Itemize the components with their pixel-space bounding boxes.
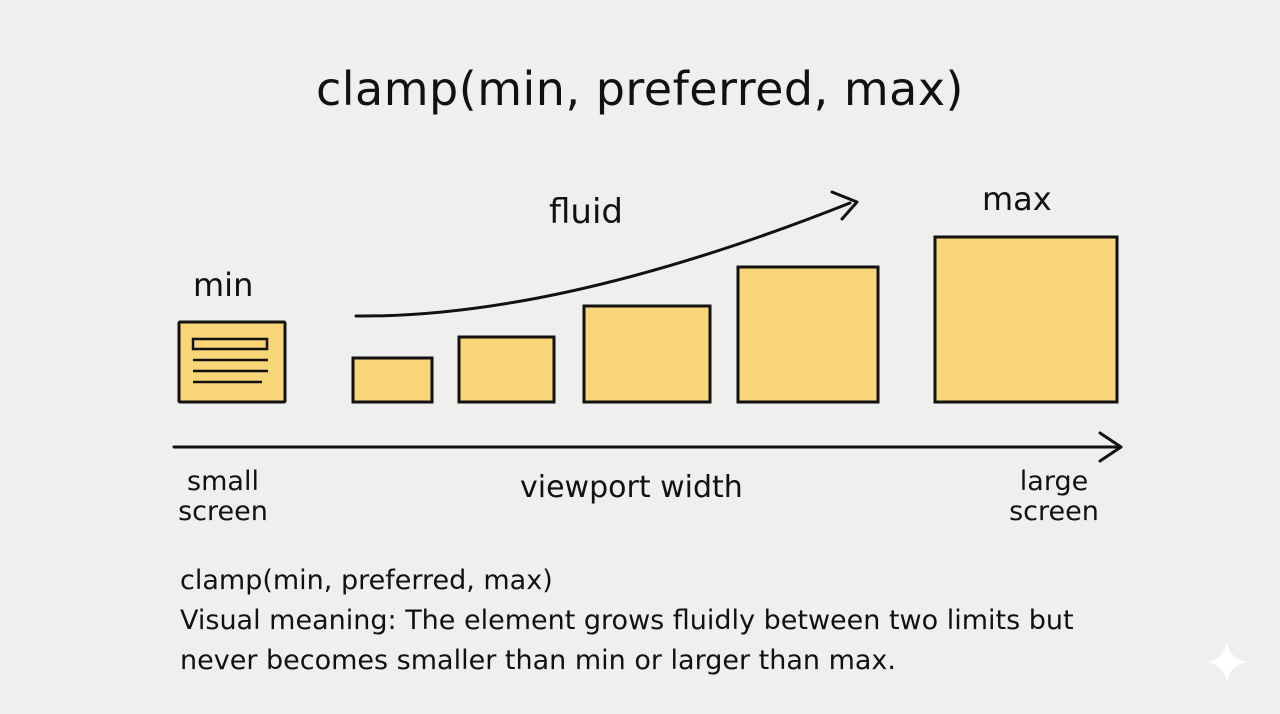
large-screen-line1: large bbox=[1019, 466, 1089, 497]
small-screen-line1: small bbox=[187, 466, 259, 497]
max-label: max bbox=[982, 180, 1052, 218]
fluid-box-3 bbox=[582, 304, 712, 404]
min-box bbox=[177, 320, 287, 404]
fluid-arrow bbox=[354, 201, 852, 318]
fluid-label: fluid bbox=[549, 192, 623, 232]
note-line-1: clamp(min, preferred, max) bbox=[180, 565, 553, 596]
max-box bbox=[933, 235, 1119, 404]
small-screen-line2: screen bbox=[178, 496, 268, 527]
small-screen-label: small screen bbox=[168, 467, 278, 527]
page-title: clamp(min, preferred, max) bbox=[315, 62, 964, 116]
viewport-axis-head bbox=[1098, 431, 1123, 463]
fluid-arrow-head bbox=[830, 190, 859, 221]
viewport-width-label: viewport width bbox=[520, 470, 743, 505]
min-box-bar bbox=[191, 337, 269, 351]
min-label: min bbox=[193, 266, 254, 304]
fluid-box-1 bbox=[351, 356, 434, 404]
sparkle-icon bbox=[1207, 642, 1247, 682]
fluid-box-2 bbox=[457, 335, 556, 404]
large-screen-label: large screen bbox=[995, 467, 1113, 527]
note-line-3: never becomes smaller than min or larger… bbox=[180, 645, 896, 676]
fluid-box-4 bbox=[736, 265, 880, 404]
large-screen-line2: screen bbox=[1009, 496, 1099, 527]
note-line-2: Visual meaning: The element grows fluidl… bbox=[180, 605, 1074, 636]
